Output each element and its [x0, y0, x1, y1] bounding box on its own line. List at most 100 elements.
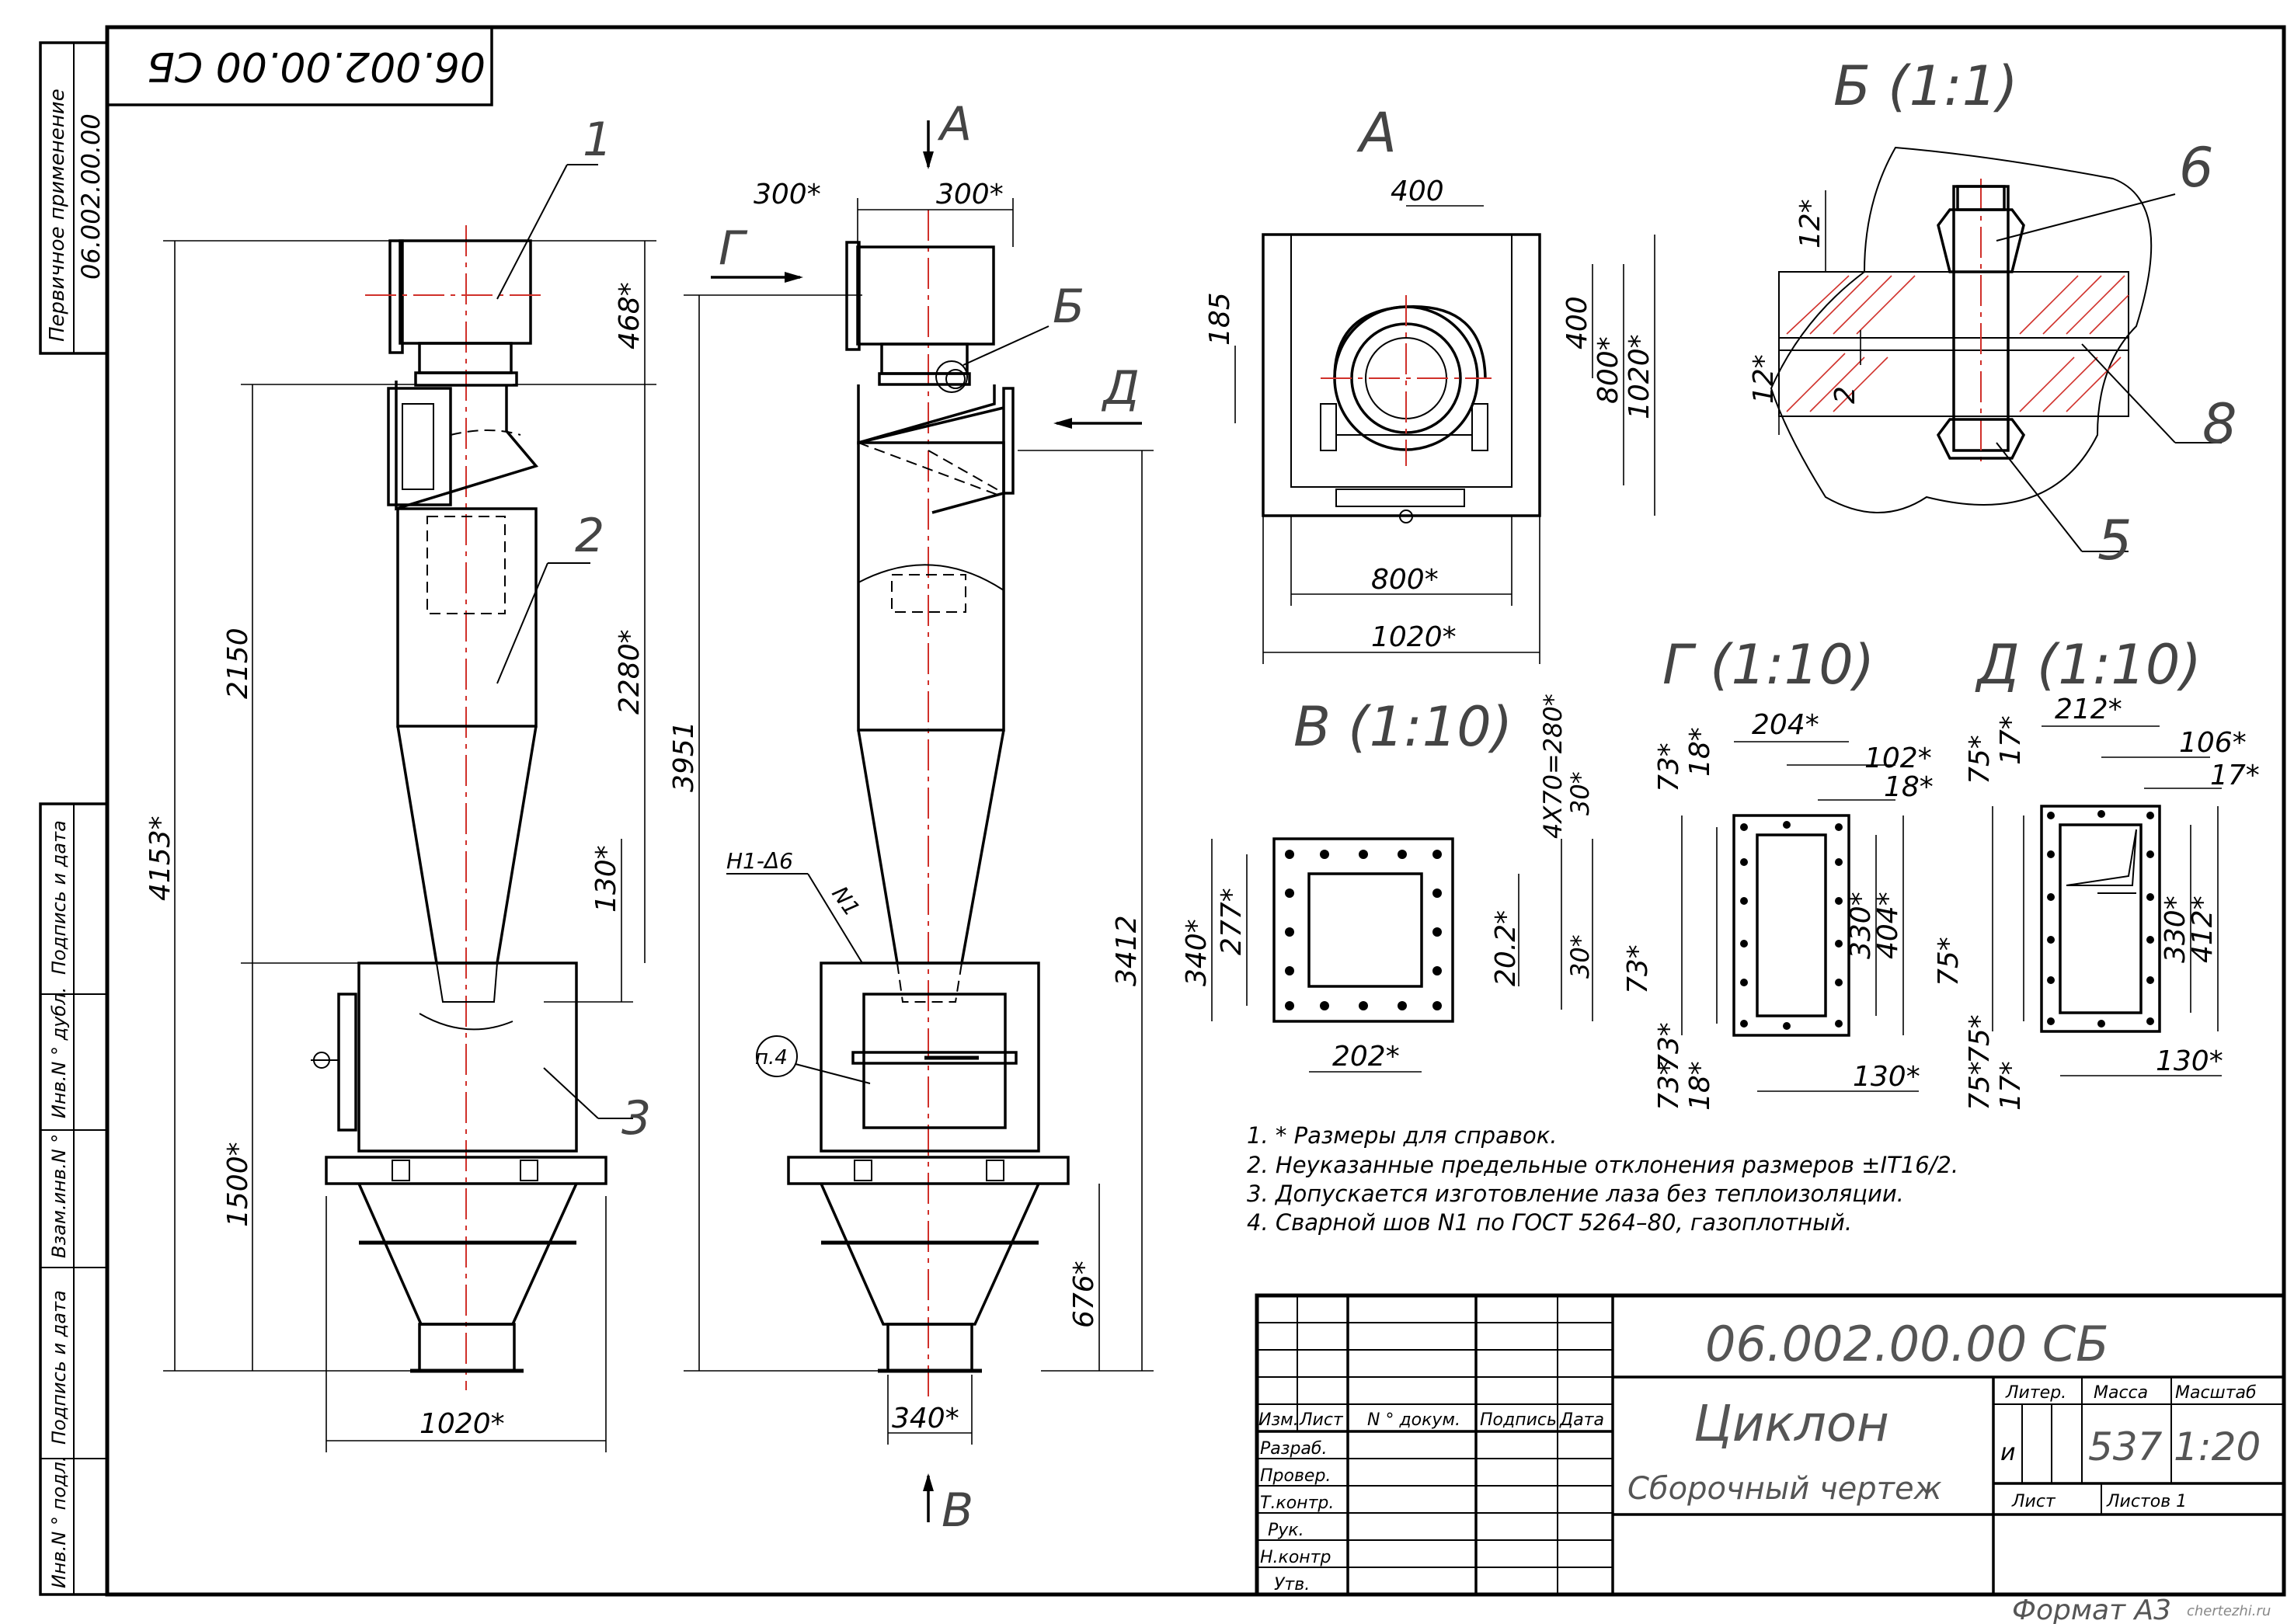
callout-1: 1: [583, 113, 612, 167]
view-g-holes: [1740, 821, 1843, 1030]
format-label: Формат А3: [2012, 1594, 2171, 1624]
dim-a-1020-bottom: 1020*: [1371, 621, 1457, 653]
tb-sheets-label: Листов 1: [2106, 1492, 2187, 1511]
strip-sign-date-1: Подпись и дата: [48, 820, 70, 975]
role-approved: Утв.: [1274, 1575, 1310, 1594]
dim-d-330: 330*: [2160, 895, 2191, 963]
detail-b-callout-8: 8: [2202, 392, 2237, 456]
role-norm-control: Н.контр: [1260, 1548, 1331, 1567]
dim-g-18-bottom: 18*: [1684, 1061, 1716, 1111]
dim-d-75-c: 75*: [1964, 1061, 1996, 1111]
dim-a-400-right: 400: [1561, 296, 1593, 349]
view-v-dimensions: 4X70=280* 30* 30* 20.2* 340* 277* 202*: [1181, 694, 1595, 1073]
view-g: Г (1:10): [1662, 633, 1875, 1037]
view-d-dimensions: 212* 106* 17* 75* 17* 75* 75* 75* 17* 33…: [1933, 694, 2260, 1111]
dim-d-17-bottom: 17*: [1995, 1061, 2027, 1111]
dim-130: 130*: [590, 845, 622, 913]
dim-a-800-bottom: 800*: [1371, 564, 1439, 596]
dim-g-404: 404*: [1872, 892, 1904, 959]
title-block: Изм. Лист N ° докум. Подпись Дата Разраб…: [1255, 1293, 2286, 1597]
dim-v-30-bottom: 30*: [1565, 934, 1595, 979]
tb-sheet-label: Лист: [2011, 1492, 2056, 1511]
dim-g-73-top: 73*: [1653, 742, 1685, 792]
strip-orig-inv: Инв.N ° подл.: [48, 1455, 70, 1588]
role-checker: Провер.: [1260, 1466, 1331, 1486]
first-use-box: Первичное применение 06.002.00.00: [39, 41, 109, 355]
dim-a-1020-right: 1020*: [1624, 334, 1655, 419]
side-dimensions: 300* 300* 3412 676* 340*: [754, 179, 1154, 1445]
tb-scale-value: 1:20: [2174, 1424, 2261, 1469]
dim-676: 676*: [1068, 1261, 1100, 1328]
tb-scale-label: Масштаб: [2175, 1383, 2257, 1403]
dim-v-340: 340*: [1181, 919, 1213, 986]
note-2: 2. Неуказанные предельные отклонения раз…: [1247, 1152, 1958, 1178]
dim-g-204: 204*: [1752, 709, 1819, 741]
dim-d-130: 130*: [2156, 1045, 2223, 1077]
tb-mass-label: Масса: [2094, 1383, 2148, 1403]
dim-a-185: 185: [1204, 292, 1236, 346]
callout-2: 2: [575, 509, 604, 563]
callout-3: 3: [621, 1091, 651, 1146]
dim-d-75-a: 75*: [1933, 937, 1965, 986]
hdr-izm: Изм.: [1258, 1410, 1299, 1430]
dim-g-18-top: 18*: [1684, 727, 1716, 777]
note-1: 1. * Размеры для справок.: [1247, 1122, 1557, 1149]
dim-300-right: 300*: [936, 179, 1004, 210]
dim-v-20-2: 20.2*: [1490, 910, 1522, 986]
detail-b: Б (1:1) 6 8 5 12*: [1748, 54, 2237, 572]
dim-2150: 2150: [222, 628, 254, 699]
dim-v-202: 202*: [1332, 1041, 1400, 1073]
first-use-value: 06.002.00.00: [76, 113, 106, 280]
callout-b: Б: [1053, 280, 1084, 334]
dim-1020-front: 1020*: [419, 1408, 505, 1440]
view-a: А: [1262, 101, 1541, 523]
detail-b-callout-6: 6: [2179, 136, 2214, 200]
dim-3951: 3951: [668, 721, 700, 792]
view-d: Д (1:10): [1975, 633, 2202, 1033]
tb-doc-type: Сборочный чертеж: [1627, 1471, 1942, 1507]
dim-g-73-c: 73*: [1653, 1061, 1685, 1111]
hdr-date: Дата: [1559, 1410, 1604, 1430]
dim-g-73-b: 73*: [1653, 1022, 1685, 1072]
view-g-title: Г (1:10): [1662, 633, 1875, 697]
arrow-d: Д: [1101, 361, 1140, 416]
view-b-title: Б (1:1): [1833, 54, 2018, 118]
dim-g-102: 102*: [1864, 742, 1932, 774]
view-v-holes: [1285, 850, 1442, 1010]
dim-g-330: 330*: [1845, 892, 1877, 959]
strip-replace-inv: Взам.инв.N °: [48, 1134, 70, 1258]
dim-g-73-a: 73*: [1622, 944, 1654, 994]
note-4: 4. Сварной шов N1 по ГОСТ 5264–80, газоп…: [1247, 1209, 1852, 1236]
dim-v-4x70: 4X70=280*: [1538, 694, 1568, 839]
role-developer: Разраб.: [1260, 1439, 1327, 1459]
view-g-dimensions: 204* 102* 18* 73* 18* 73* 73* 73* 18* 33…: [1622, 709, 1934, 1111]
dim-3412: 3412: [1111, 915, 1143, 986]
dim-340-side: 340*: [892, 1403, 959, 1434]
tb-liter-label: Литер.: [2005, 1383, 2066, 1403]
dim-d-412: 412*: [2187, 895, 2219, 963]
arrow-g: Г: [719, 221, 748, 276]
view-v: В (1:10): [1272, 695, 1512, 1023]
rotated-designation-stamp: 06.002.00.00 СБ: [106, 26, 493, 106]
dim-d-17-right: 17*: [2210, 760, 2260, 791]
dim-300-left: 300*: [754, 179, 821, 210]
first-use-label: Первичное применение: [46, 89, 69, 342]
note-3: 3. Допускается изготовление лаза без теп…: [1247, 1181, 1904, 1207]
dim-4153: 4153*: [144, 815, 176, 901]
role-head: Рук.: [1268, 1521, 1304, 1540]
dim-2280: 2280*: [614, 629, 646, 715]
hdr-sign: Подпись: [1480, 1410, 1557, 1430]
view-d-title: Д (1:10): [1975, 633, 2202, 697]
view-a-title: А: [1356, 101, 1397, 165]
tb-name: Циклон: [1693, 1396, 1889, 1453]
view-v-title: В (1:10): [1293, 695, 1512, 759]
rotated-designation: 06.002.00.00 СБ: [147, 43, 486, 89]
front-view: 1 2 3: [311, 113, 651, 1390]
dim-b-2: 2: [1829, 386, 1861, 404]
watermark: chertezhi.ru: [2187, 1603, 2271, 1619]
archive-strip: Подпись и дата Инв.N ° дубл. Взам.инв.N …: [39, 802, 109, 1596]
tb-designation: 06.002.00.00 СБ: [1705, 1316, 2109, 1372]
dim-468: 468*: [614, 282, 646, 349]
dim-v-277: 277*: [1216, 888, 1248, 955]
